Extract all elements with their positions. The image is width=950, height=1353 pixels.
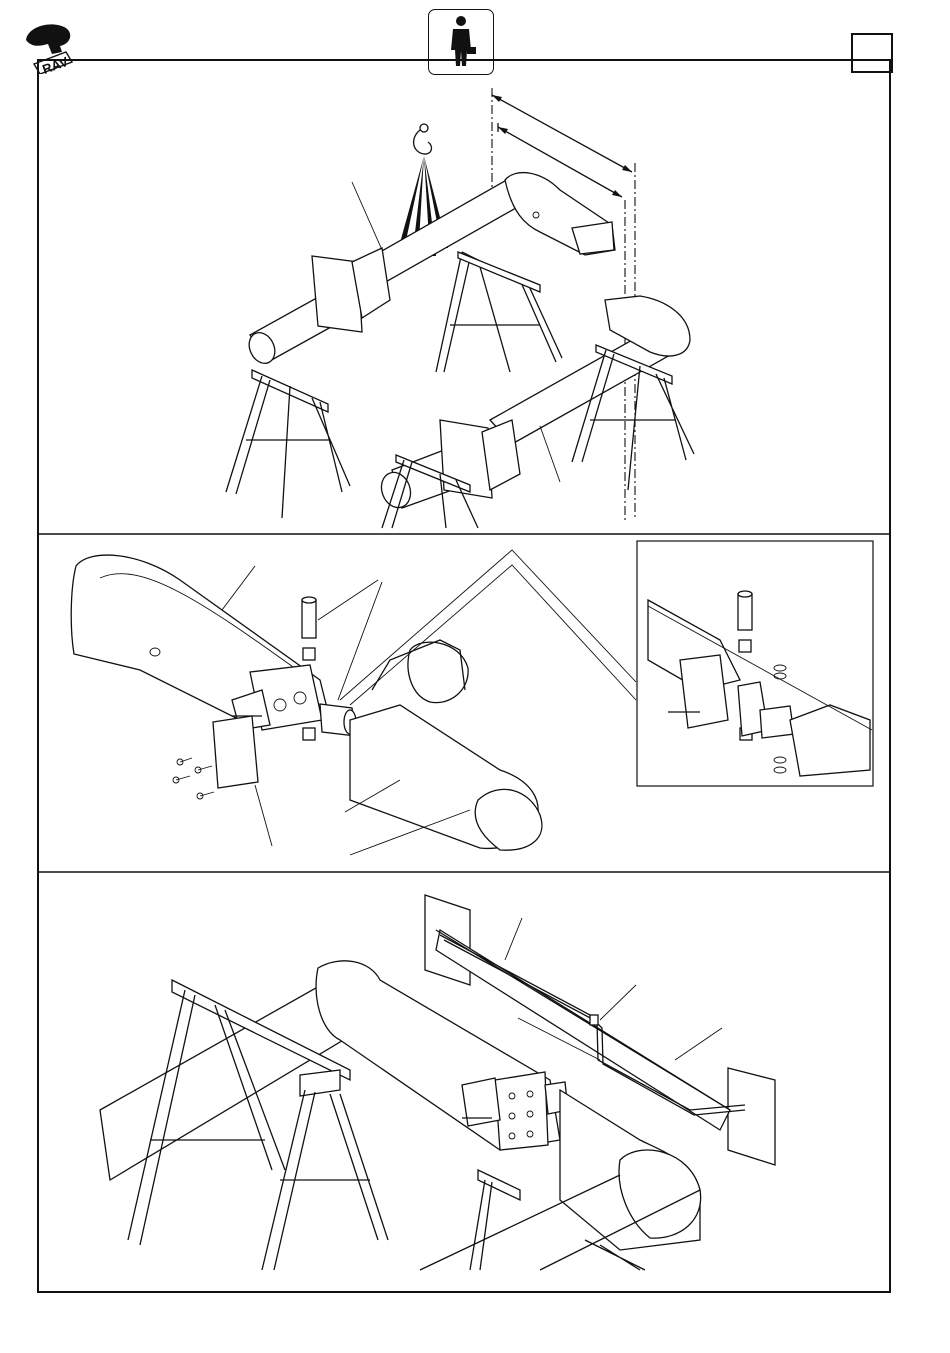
- panel-2-illustration: [71, 550, 636, 855]
- inset-detail-illustration: [648, 591, 872, 776]
- panel-1-illustration: [226, 88, 694, 528]
- panel-3-illustration: [100, 895, 775, 1270]
